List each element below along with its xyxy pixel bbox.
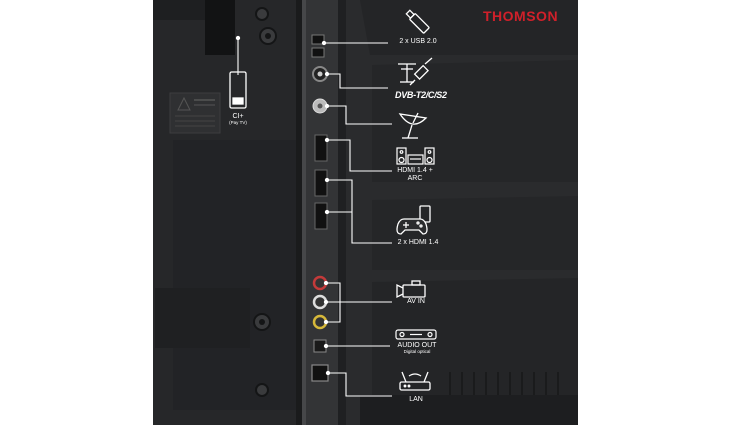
usb-stick-icon [405,9,430,34]
ci-card-icon [229,71,247,109]
router-icon [399,371,431,391]
hdmi-arc-line1: HDMI 1.4 + [397,167,433,174]
leader-satellite [327,105,392,125]
lan-port [311,364,329,382]
hdmi-arc-label: HDMI 1.4 + ARC [390,167,440,182]
game-controller-icon [396,205,431,235]
usb-port [311,34,325,45]
soundbar-icon [395,329,437,340]
brand-logo: THOMSON [483,8,559,24]
ci-subtitle: (Pay TV) [229,119,247,125]
stereo-system-icon [396,147,435,165]
leader-lines [235,35,392,397]
hdmi-label: 2 x HDMI 1.4 [397,239,439,246]
leader-hdmi-arc [327,139,392,172]
hdmi-port [314,134,328,162]
audio-out-subtitle: Digital optical [403,348,431,354]
leader-antenna [327,73,388,89]
av-in-label: AV IN [407,298,425,305]
usb-port [311,47,325,58]
audio-out-title: AUDIO OUT [397,342,437,349]
vent-grille [155,288,250,348]
tv-back-housing [153,0,301,425]
leader-lan [328,372,392,397]
dvb-logo: DVB-T2/C/S2 [395,90,447,100]
ci-label: CI+ (Pay TV) [222,113,254,126]
usb-label: 2 x USB 2.0 [399,38,437,45]
right-housing [346,0,578,425]
camcorder-icon [396,280,426,299]
antenna-cable-icon [398,57,433,86]
audio-out-label: AUDIO OUT Digital optical [392,342,442,355]
lan-label: LAN [409,396,423,403]
satellite-dish-icon [398,112,428,139]
hdmi-port [314,202,328,230]
hdmi-port [314,169,328,197]
ci-title: CI+ [232,113,244,120]
hdmi-arc-line2: ARC [407,174,423,182]
